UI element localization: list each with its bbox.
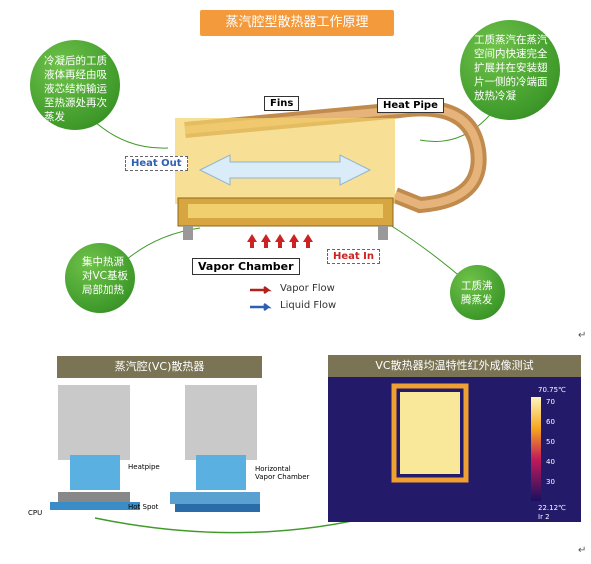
label-horizontal-vc: Horizontal Vapor Chamber bbox=[255, 465, 310, 481]
return-mark: ↵ bbox=[578, 545, 587, 556]
scale-tick: 40 bbox=[546, 458, 555, 466]
fin-stack bbox=[175, 118, 395, 204]
legend-vapor: Vapor Flow bbox=[280, 283, 335, 294]
min-temp: 22.12℃ bbox=[538, 504, 566, 512]
label-heatpipe: Heatpipe bbox=[128, 463, 160, 471]
label-heat-pipe: Heat Pipe bbox=[377, 98, 444, 113]
label-vapor-chamber: Vapor Chamber bbox=[192, 258, 300, 275]
ir-corner-label: Ir 2 bbox=[538, 513, 550, 521]
label-heat-in: Heat In bbox=[327, 249, 381, 264]
panel-title-vc-cooler: 蒸汽腔(VC)散热器 bbox=[57, 356, 262, 378]
bubble-heat-source: 集中热源对VC基板局部加热 bbox=[65, 243, 135, 313]
heat-out-arrow bbox=[198, 154, 372, 186]
label-hot-spot: Hot Spot bbox=[128, 503, 159, 511]
label-fins: Fins bbox=[264, 96, 300, 111]
label-heat-out: Heat Out bbox=[125, 156, 188, 171]
liquid-flow-legend-arrow bbox=[250, 303, 272, 311]
bubble-boiling: 工质沸腾蒸发 bbox=[450, 265, 505, 320]
scale-tick: 60 bbox=[546, 418, 555, 426]
heatsink-illustrations bbox=[50, 385, 260, 512]
return-mark: ↵ bbox=[578, 330, 587, 341]
scale-tick: 30 bbox=[546, 478, 555, 486]
temperature-scale-bar bbox=[531, 397, 541, 501]
heat-in-arrows bbox=[247, 234, 313, 248]
legend-liquid: Liquid Flow bbox=[280, 300, 337, 311]
bubble-vapor-spread: 工质蒸汽在蒸汽空间内快速完全扩展并在安装翅片一侧的冷端面放热冷凝 bbox=[460, 20, 560, 120]
max-temp: 70.75℃ bbox=[538, 386, 566, 394]
vapor-flow-legend-arrow bbox=[250, 286, 272, 294]
panel-title-ir-test: VC散热器均温特性红外成像测试 bbox=[328, 355, 581, 377]
scale-tick: 70 bbox=[546, 398, 555, 406]
page-title: 蒸汽腔型散热器工作原理 bbox=[200, 10, 394, 36]
label-cpu: CPU bbox=[28, 509, 43, 517]
scale-tick: 50 bbox=[546, 438, 555, 446]
bubble-condensate-return: 冷凝后的工质液体再经由吸液芯结构输运至热源处再次蒸发 bbox=[30, 40, 120, 130]
